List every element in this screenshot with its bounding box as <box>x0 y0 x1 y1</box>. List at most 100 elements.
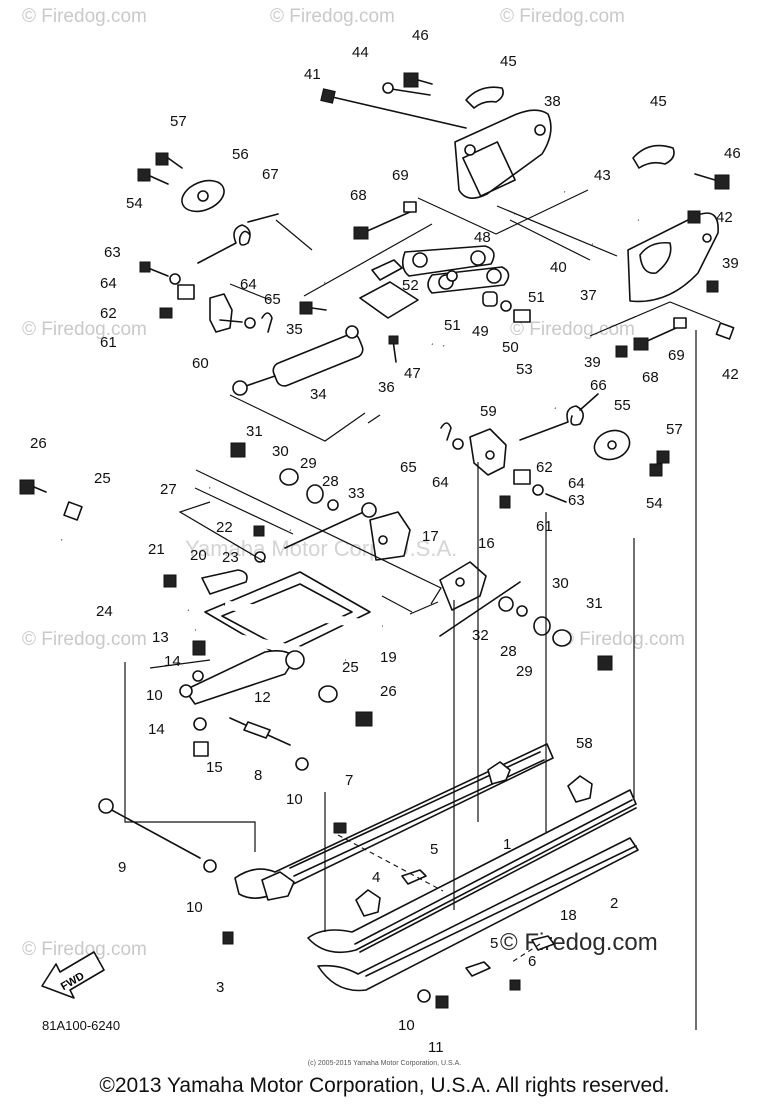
callout-39a: 39 <box>722 255 739 272</box>
callout-46a: 46 <box>412 27 429 44</box>
callout-30a: 30 <box>272 443 289 460</box>
callout-64c: 64 <box>432 474 449 491</box>
callout-63b: 63 <box>568 492 585 509</box>
middle-assembly <box>19 442 613 757</box>
callout-5: 5 <box>430 841 438 858</box>
callout-53: 53 <box>516 361 533 378</box>
callout-2: 2 <box>610 895 618 912</box>
callout-61b: 61 <box>536 518 553 535</box>
callout-23: 23 <box>222 549 239 566</box>
callout-66: 66 <box>590 377 607 394</box>
watermark-firedog: © Firedog.com <box>22 6 147 27</box>
callout-8: 8 <box>254 767 262 784</box>
callout-29a: 29 <box>300 455 317 472</box>
callout-14b: 14 <box>148 721 165 738</box>
callout-16: 16 <box>478 535 495 552</box>
callout-numbers: 1 2 3 4 5 5 6 7 8 9 10 10 10 10 11 12 13… <box>30 27 741 1056</box>
callout-10d: 10 <box>398 1017 415 1034</box>
callout-50: 50 <box>502 339 519 356</box>
callout-35: 35 <box>286 321 303 338</box>
callout-17: 17 <box>422 528 439 545</box>
callout-49: 49 <box>472 323 489 340</box>
callout-29b: 29 <box>516 663 533 680</box>
callout-33: 33 <box>348 485 365 502</box>
copyright-notice: ©2013 Yamaha Motor Corporation, U.S.A. A… <box>99 1074 670 1097</box>
callout-51a: 51 <box>528 289 545 306</box>
callout-31b: 31 <box>586 595 603 612</box>
callout-10c: 10 <box>186 899 203 916</box>
callout-65b: 65 <box>400 459 417 476</box>
callout-65a: 65 <box>264 291 281 308</box>
watermark-firedog: © Firedog.com <box>560 629 685 650</box>
callout-18: 18 <box>560 907 577 924</box>
callout-64d: 64 <box>568 475 585 492</box>
callout-41: 41 <box>304 66 321 83</box>
callout-19: 19 <box>380 649 397 666</box>
callout-27: 27 <box>160 481 177 498</box>
callout-26b: 26 <box>380 683 397 700</box>
watermark-firedog: © Firedog.com <box>22 319 147 340</box>
callout-62b: 62 <box>536 459 553 476</box>
callout-1: 1 <box>503 836 511 853</box>
callout-13: 13 <box>152 629 169 646</box>
callout-21: 21 <box>148 541 165 558</box>
callout-4: 4 <box>372 869 380 886</box>
callout-69a: 69 <box>392 167 409 184</box>
callout-52: 52 <box>402 277 419 294</box>
callout-24: 24 <box>96 603 113 620</box>
callout-28b: 28 <box>500 643 517 660</box>
callout-22: 22 <box>216 519 233 536</box>
callout-43: 43 <box>594 167 611 184</box>
callout-36: 36 <box>378 379 395 396</box>
watermark-firedog-large: © Firedog.com <box>500 929 658 956</box>
callout-6: 6 <box>528 953 536 970</box>
callout-68b: 68 <box>642 369 659 386</box>
callout-42b: 42 <box>722 366 739 383</box>
callout-28a: 28 <box>322 473 339 490</box>
callout-14a: 14 <box>164 653 181 670</box>
callout-34: 34 <box>310 386 327 403</box>
callout-62a: 62 <box>100 305 117 322</box>
callout-12: 12 <box>254 689 271 706</box>
diagram-code: 81A100-6240 <box>42 1018 121 1033</box>
callout-9: 9 <box>118 859 126 876</box>
callout-48: 48 <box>474 229 491 246</box>
callout-31a: 31 <box>246 423 263 440</box>
callout-51b: 51 <box>444 317 461 334</box>
callout-26a: 26 <box>30 435 47 452</box>
callout-64a: 64 <box>100 275 117 292</box>
callout-30b: 30 <box>552 575 569 592</box>
callout-64b: 64 <box>240 276 257 293</box>
callout-57a: 57 <box>170 113 187 130</box>
callout-32: 32 <box>472 627 489 644</box>
callout-5b: 5 <box>490 935 498 952</box>
upper-assembly <box>137 72 735 509</box>
callout-58: 58 <box>576 735 593 752</box>
small-copyright: (c) 2005-2015 Yamaha Motor Corporation, … <box>307 1060 462 1067</box>
callout-45b: 45 <box>650 93 667 110</box>
callout-40: 40 <box>550 259 567 276</box>
callout-42a: 42 <box>716 209 733 226</box>
callout-3: 3 <box>216 979 224 996</box>
callout-10a: 10 <box>146 687 163 704</box>
callout-25a: 25 <box>94 470 111 487</box>
callout-11: 11 <box>428 1039 444 1056</box>
watermark-firedog: © Firedog.com <box>22 629 147 650</box>
watermark-yamaha: Yamaha Motor Corp. U.S.A. <box>185 536 457 561</box>
watermark-firedog: © Firedog.com <box>22 939 147 960</box>
callout-57b: 57 <box>666 421 683 438</box>
callout-69b: 69 <box>668 347 685 364</box>
reference-lines <box>124 189 721 1030</box>
callout-68a: 68 <box>350 187 367 204</box>
slide-rails <box>98 743 639 1009</box>
callout-54a: 54 <box>126 195 143 212</box>
watermark-firedog: © Firedog.com <box>270 6 395 27</box>
callout-54b: 54 <box>646 495 663 512</box>
callout-25b: 25 <box>342 659 359 676</box>
callout-20: 20 <box>190 547 207 564</box>
callout-56: 56 <box>232 146 249 163</box>
callout-44: 44 <box>352 44 369 61</box>
callout-55: 55 <box>614 397 631 414</box>
callout-37: 37 <box>580 287 597 304</box>
